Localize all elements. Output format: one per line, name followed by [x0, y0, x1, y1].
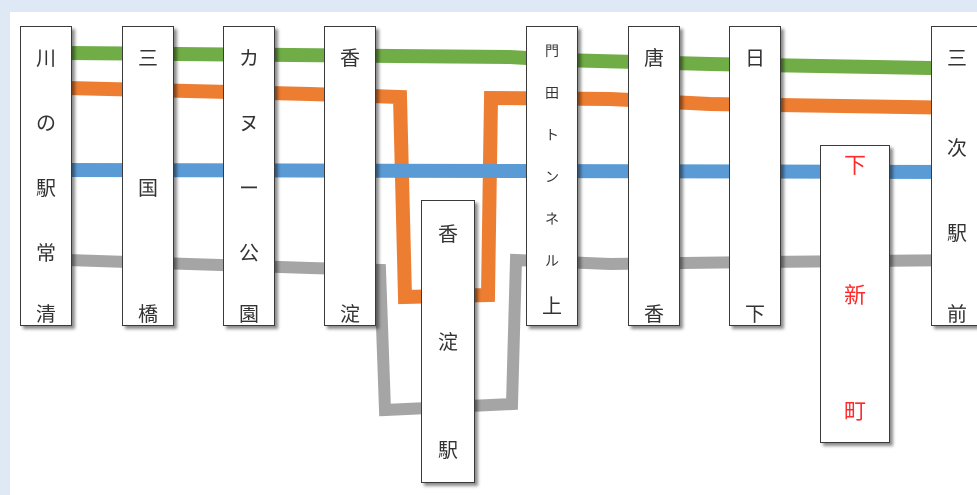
station-mon-den-tunnel-ue[interactable]: 門 田 ト ン ネ ル 上	[526, 26, 578, 326]
station-hinoshita[interactable]: 日 下	[729, 26, 781, 326]
station-char: 淀	[340, 302, 360, 326]
route-diagram: 川 の 駅 常 清 三 国 橋 カ ヌ ー 公 園 香 淀 香 淀 駅 門 田 …	[10, 12, 977, 495]
station-char: ト	[545, 128, 559, 144]
station-char: 前	[947, 302, 967, 326]
station-kawanoeki-jousei[interactable]: 川 の 駅 常 清	[20, 26, 72, 326]
station-char: 駅	[947, 221, 967, 245]
station-char: 香	[644, 302, 664, 326]
station-char: 駅	[36, 176, 56, 200]
station-char: 日	[745, 46, 765, 70]
station-char: カ	[239, 46, 259, 70]
station-char: 常	[36, 241, 56, 265]
station-char: 国	[138, 176, 158, 200]
station-char: ヌ	[239, 111, 259, 135]
station-char: 次	[947, 136, 967, 160]
station-char: 唐	[644, 46, 664, 70]
station-char: 三	[947, 46, 967, 70]
station-karaka[interactable]: 唐 香	[628, 26, 680, 326]
station-char: 田	[545, 86, 559, 102]
station-char: 下	[745, 302, 765, 326]
station-char: ル	[545, 254, 559, 270]
blue-line	[67, 163, 971, 179]
station-char: 公	[239, 241, 259, 265]
station-char: 新	[843, 284, 866, 309]
station-char: 園	[239, 302, 259, 326]
station-mikunibashi[interactable]: 三 国 橋	[122, 26, 174, 326]
station-kanu-kouen[interactable]: カ ヌ ー 公 園	[223, 26, 275, 326]
station-char: 下	[843, 154, 866, 179]
station-char: 香	[340, 46, 360, 70]
station-char: 香	[438, 222, 458, 246]
station-char: 淀	[438, 330, 458, 354]
station-shimo-shinmachi[interactable]: 下 新 町	[820, 145, 890, 443]
station-char: ー	[239, 176, 259, 200]
station-koyodo[interactable]: 香 淀	[324, 26, 376, 326]
station-char: 清	[36, 302, 56, 326]
station-char: 三	[138, 46, 158, 70]
station-char: 川	[36, 46, 56, 70]
station-char: 橋	[138, 302, 158, 326]
station-koyodo-eki[interactable]: 香 淀 駅	[421, 200, 475, 483]
station-char: ネ	[545, 212, 559, 228]
station-char: ン	[545, 170, 559, 186]
station-char: の	[36, 111, 56, 135]
station-char: 駅	[438, 438, 458, 462]
station-char: 上	[542, 294, 562, 318]
green-line	[67, 46, 971, 77]
station-char: 門	[545, 44, 559, 60]
station-char: 町	[843, 400, 866, 425]
station-mitsugi-ekimae[interactable]: 三 次 駅 前	[931, 26, 977, 326]
